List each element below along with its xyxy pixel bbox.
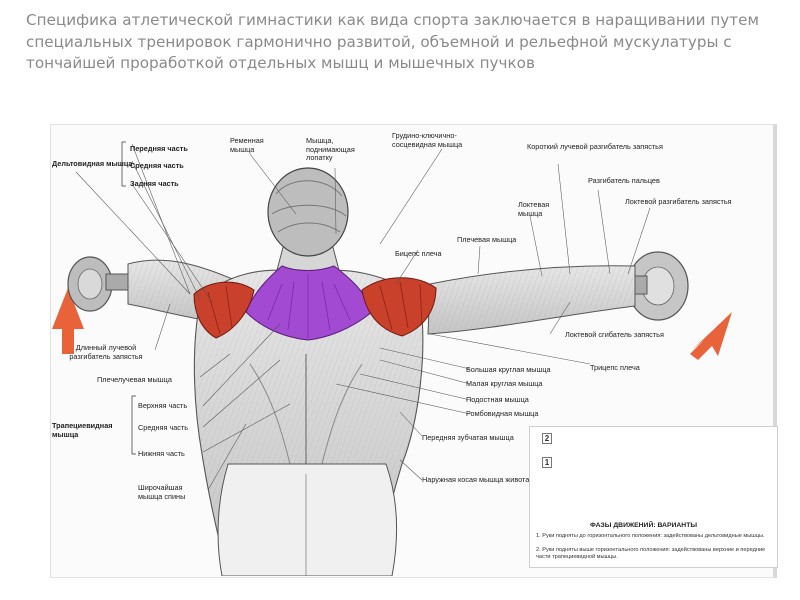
label-biceps: Бицепс плеча: [395, 250, 442, 259]
label-triceps: Трицепс плеча: [590, 364, 640, 373]
left-dumbbell: [68, 257, 136, 311]
label-deltoid-group: Дельтовидная мышца: [52, 160, 132, 169]
phase-2-mark: 2: [542, 433, 552, 444]
movement-phases-inset: 2 1 ФАЗЫ ДВИЖЕНИЙ: ВАРИАНТЫ 1. Руки подн…: [529, 426, 778, 568]
label-ecu: Локтевой разгибатель запястья: [625, 198, 732, 207]
label-sternocleidomastoid: Грудино-ключично-сосцевидная мышца: [392, 132, 490, 149]
label-external-oblique: Наружная косая мышца живота: [422, 476, 529, 485]
label-teres-minor: Малая круглая мышца: [466, 380, 542, 389]
label-latissimus: Широчайшая мышца спины: [138, 484, 208, 501]
label-teres-major: Большая круглая мышца: [466, 366, 551, 375]
inset-title: ФАЗЫ ДВИЖЕНИЙ: ВАРИАНТЫ: [590, 522, 697, 529]
label-trapezius-group: Трапециевидная мышца: [52, 422, 130, 439]
label-levator-scapulae: Мышца, поднимающая лопатку: [306, 137, 372, 163]
label-brachialis: Плечевая мышца: [457, 236, 516, 245]
label-finger-extensor: Разгибатель пальцев: [588, 177, 660, 186]
inset-note-2: 2. Руки подняты выше горизонтального пол…: [536, 547, 771, 560]
right-direction-arrow: [690, 312, 732, 360]
label-trapezius-upper: Верхняя часть: [138, 402, 187, 411]
label-rhomboid: Ромбовидная мышца: [466, 410, 538, 419]
label-deltoid-rear: Задняя часть: [130, 180, 179, 189]
label-deltoid-middle: Средняя часть: [130, 162, 184, 171]
label-infraspinatus: Подостная мышца: [466, 396, 529, 405]
slide-heading: Специфика атлетической гимнастики как ви…: [26, 10, 766, 75]
label-trapezius-lower: Нижняя часть: [138, 450, 185, 459]
label-splenius: Ременная мышца: [230, 137, 280, 154]
inset-note-1: 1. Руки подняты до горизонтального полож…: [536, 533, 771, 540]
label-deltoid-front: Передняя часть: [130, 145, 188, 154]
label-ecr-longus: Длинный лучевой разгибатель запястья: [56, 344, 156, 361]
shorts: [218, 464, 397, 576]
label-fcu: Локтевой сгибатель запястья: [565, 331, 665, 340]
label-ecr-brevis: Короткий лучевой разгибатель запястья: [527, 143, 667, 152]
label-serratus: Передняя зубчатая мышца: [422, 434, 514, 443]
label-elbow-muscle: Локтевая мышца: [518, 201, 562, 218]
phase-1-mark: 1: [542, 457, 552, 468]
label-brachioradialis: Плечелучевая мышца: [97, 376, 172, 385]
label-trapezius-middle: Средняя часть: [138, 424, 188, 433]
